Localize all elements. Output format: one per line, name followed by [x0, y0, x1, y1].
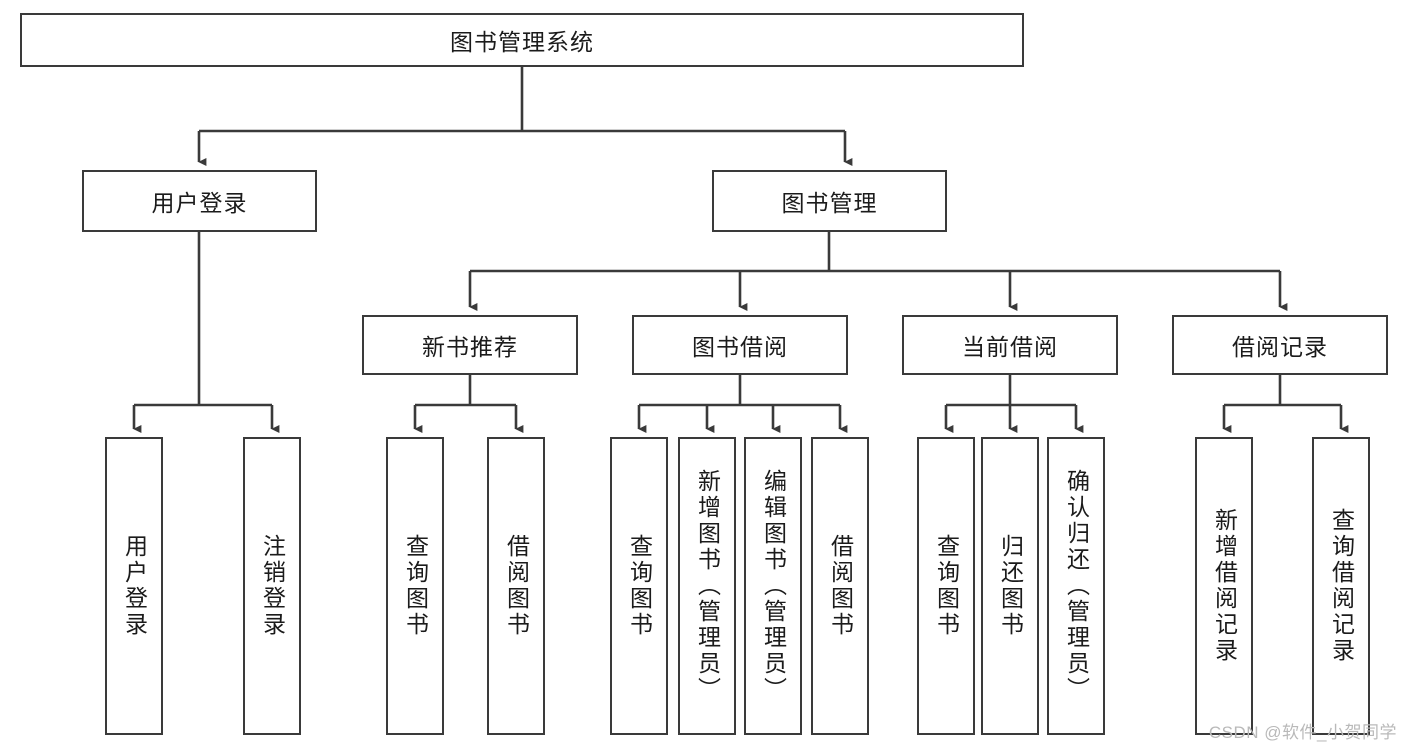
node-leaf-user-logout[interactable]: 注销登录 [243, 437, 301, 735]
edges-currentborrow-to-leaves [944, 375, 1084, 433]
node-leaf-borrow-book-2[interactable]: 借阅图书 [811, 437, 869, 735]
node-book-borrow[interactable]: 图书借阅 [632, 315, 848, 375]
node-new-book-recommend-label: 新书推荐 [422, 334, 518, 360]
node-root[interactable]: 图书管理系统 [20, 13, 1024, 67]
edges-newbook-to-leaves [413, 375, 524, 433]
node-user-login-label: 用户登录 [151, 190, 248, 216]
node-leaf-user-logout-label: 注销登录 [259, 534, 286, 638]
node-leaf-query-record-label: 查询借阅记录 [1328, 508, 1355, 664]
node-new-book-recommend[interactable]: 新书推荐 [362, 315, 578, 375]
node-leaf-add-record[interactable]: 新增借阅记录 [1195, 437, 1253, 735]
node-leaf-user-login[interactable]: 用户登录 [105, 437, 163, 735]
node-leaf-confirm-return[interactable]: 确认归还（管理员） [1047, 437, 1105, 735]
node-current-borrow-label: 当前借阅 [962, 334, 1058, 360]
node-borrow-record[interactable]: 借阅记录 [1172, 315, 1388, 375]
csdn-watermark: CSDN @软件_小贺同学 [1208, 723, 1397, 742]
node-leaf-edit-book[interactable]: 编辑图书（管理员） [744, 437, 802, 735]
node-leaf-borrow-book-1-label: 借阅图书 [503, 534, 530, 638]
node-leaf-query-record[interactable]: 查询借阅记录 [1312, 437, 1370, 735]
node-leaf-return-book[interactable]: 归还图书 [981, 437, 1039, 735]
node-leaf-query-book-3-label: 查询图书 [933, 534, 960, 638]
node-root-label: 图书管理系统 [450, 29, 594, 55]
node-leaf-query-book-1[interactable]: 查询图书 [386, 437, 444, 735]
node-leaf-confirm-return-label: 确认归还（管理员） [1063, 469, 1090, 703]
node-leaf-add-book[interactable]: 新增图书（管理员） [678, 437, 736, 735]
node-leaf-borrow-book-1[interactable]: 借阅图书 [487, 437, 545, 735]
edges-bookborrow-to-leaves [637, 375, 848, 433]
edges-borrowrecord-to-leaves [1222, 375, 1349, 433]
node-book-manage[interactable]: 图书管理 [712, 170, 947, 232]
node-book-manage-label: 图书管理 [781, 190, 878, 216]
node-leaf-query-book-1-label: 查询图书 [402, 534, 429, 638]
node-leaf-return-book-label: 归还图书 [997, 534, 1024, 638]
node-book-borrow-label: 图书借阅 [692, 334, 788, 360]
node-leaf-edit-book-label: 编辑图书（管理员） [760, 469, 787, 703]
node-leaf-query-book-2[interactable]: 查询图书 [610, 437, 668, 735]
node-leaf-add-book-label: 新增图书（管理员） [694, 469, 721, 703]
node-borrow-record-label: 借阅记录 [1232, 334, 1328, 360]
node-current-borrow[interactable]: 当前借阅 [902, 315, 1118, 375]
node-leaf-borrow-book-2-label: 借阅图书 [827, 534, 854, 638]
node-leaf-query-book-2-label: 查询图书 [626, 534, 653, 638]
edges-root-to-level2 [197, 67, 853, 166]
node-leaf-add-record-label: 新增借阅记录 [1211, 508, 1238, 664]
node-leaf-query-book-3[interactable]: 查询图书 [917, 437, 975, 735]
node-user-login[interactable]: 用户登录 [82, 170, 317, 232]
edges-bookmanage-to-level3 [468, 232, 1288, 311]
node-leaf-user-login-label: 用户登录 [121, 534, 148, 638]
edges-userlogin-to-leaves [132, 232, 280, 433]
